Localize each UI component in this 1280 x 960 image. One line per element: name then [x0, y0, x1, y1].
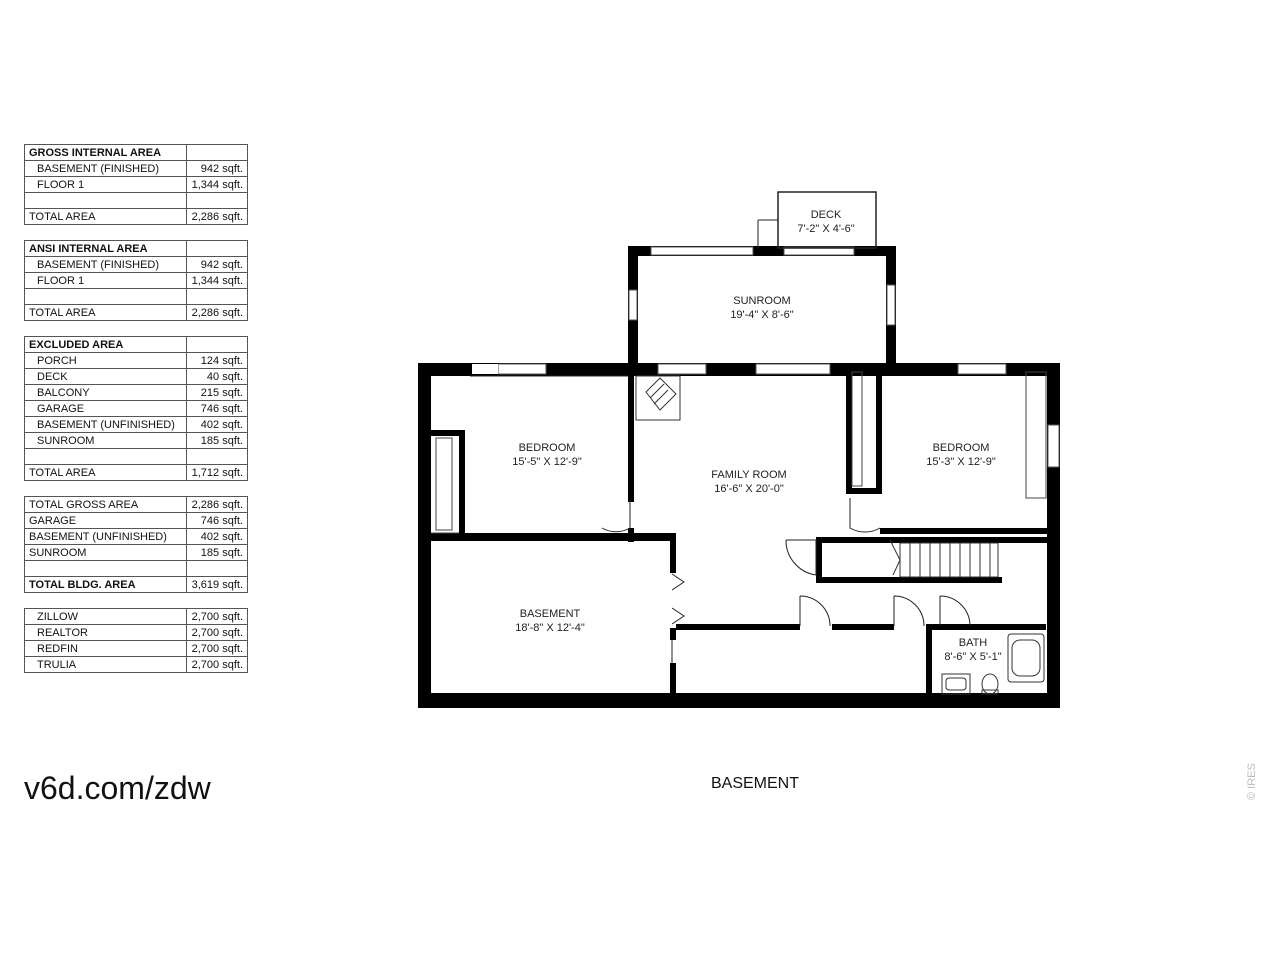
room-deck-dims: 7'-2" X 4'-6" — [797, 223, 854, 235]
staircase — [889, 539, 999, 578]
table-row — [24, 560, 248, 577]
room-bedroom-right-name: BEDROOM — [933, 442, 990, 454]
bath-fixtures — [941, 633, 1045, 695]
deck — [757, 191, 877, 249]
interior-walls — [431, 370, 1047, 696]
gross-internal-area-table: GROSS INTERNAL AREA BASEMENT (FINISHED)9… — [24, 144, 248, 225]
room-bath-dims: 8'-6" X 5'-1" — [944, 651, 1001, 663]
room-bath-name: BATH — [959, 637, 988, 649]
room-bedroom-right-dims: 15'-3" X 12'-9" — [926, 456, 996, 468]
table-row: BASEMENT (FINISHED)942 sqft. — [24, 256, 248, 273]
room-labels: DECK 7'-2" X 4'-6" SUNROOM 19'-4" X 8'-6… — [512, 209, 1001, 663]
room-bedroom-left-dims: 15'-5" X 12'-9" — [512, 456, 582, 468]
room-sunroom-name: SUNROOM — [733, 295, 790, 307]
room-deck-name: DECK — [811, 209, 842, 221]
room-family-name: FAMILY ROOM — [711, 469, 786, 481]
room-sunroom-dims: 19'-4" X 8'-6" — [730, 309, 793, 321]
table-row: BASEMENT (FINISHED)942 sqft. — [24, 160, 248, 177]
room-basement-name: BASEMENT — [520, 608, 581, 620]
windows — [472, 246, 1060, 468]
room-basement-dims: 18'-8" X 12'-4" — [515, 622, 585, 634]
tour-url: v6d.com/zdw — [24, 770, 211, 806]
room-bedroom-left-name: BEDROOM — [519, 442, 576, 454]
interior-partitions — [470, 375, 673, 663]
table-title: ANSI INTERNAL AREA — [24, 240, 187, 257]
floor-label: BASEMENT — [710, 775, 799, 792]
ansi-internal-area-table: ANSI INTERNAL AREA BASEMENT (FINISHED)94… — [24, 240, 248, 321]
closets — [431, 371, 1047, 534]
fireplace — [635, 375, 681, 421]
room-family-dims: 16'-6" X 20'-0" — [714, 483, 784, 495]
doors — [601, 498, 971, 627]
